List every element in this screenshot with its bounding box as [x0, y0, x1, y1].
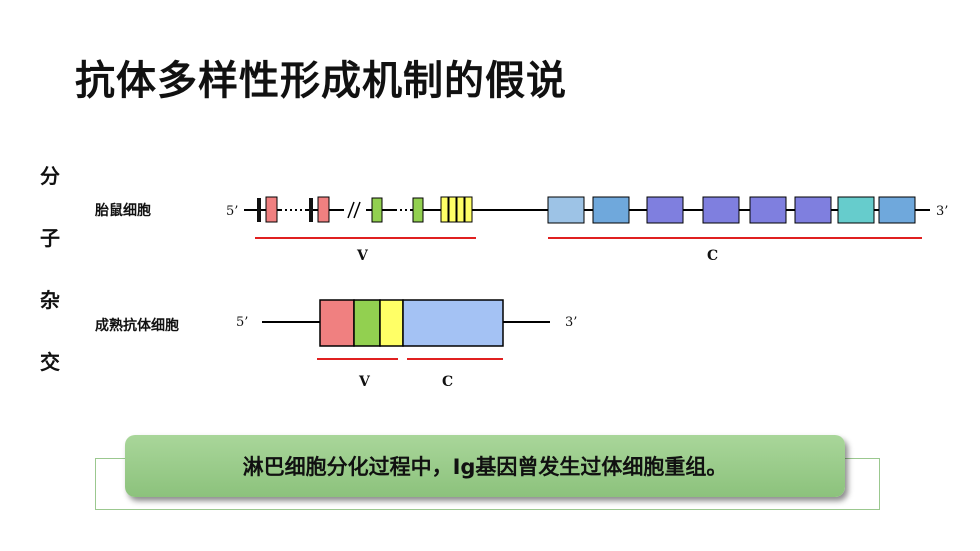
row2-five-prime: 5’: [236, 315, 248, 330]
page-title: 抗体多样性形成机制的假说: [75, 58, 567, 104]
d-segment-green: [371, 197, 383, 223]
black-bar: [309, 198, 313, 222]
d-segment-green: [412, 197, 424, 223]
row1-v-label: V: [356, 248, 369, 264]
j-segment-yellow: [440, 196, 449, 223]
c-segment: [837, 196, 875, 224]
side-label-char: 分: [40, 164, 60, 188]
c-segment: [702, 196, 740, 224]
break-mark: [353, 201, 361, 219]
j-segment-yellow: [464, 196, 473, 223]
black-bar: [257, 198, 261, 222]
v-segment-red: [317, 196, 330, 223]
conclusion-note: 淋巴细胞分化过程中，Ig基因曾发生过体细胞重组。: [125, 435, 845, 497]
c-segment: [794, 196, 832, 224]
c-segment: [749, 196, 787, 224]
c-segment: [646, 196, 684, 224]
row2-three-prime: 3’: [565, 315, 577, 330]
side-label-char: 交: [40, 350, 60, 374]
j-exon-yellow: [379, 299, 404, 347]
row2-c-label: C: [442, 374, 453, 390]
row1-three-prime: 3’: [936, 204, 948, 219]
row2-v-label: V: [358, 374, 371, 390]
side-label-char: 子: [40, 226, 60, 250]
j-segment-yellow: [448, 196, 457, 223]
c-segment: [592, 196, 630, 224]
side-label: 分 子 杂 交: [38, 160, 62, 408]
break-gap: [344, 198, 366, 222]
d-exon-green: [353, 299, 381, 347]
mature-cell-label: 成熟抗体细胞: [95, 318, 179, 334]
j-segment-yellow: [456, 196, 465, 223]
c-exon-blue: [402, 299, 504, 347]
side-label-char: 杂: [40, 288, 60, 312]
fetal-cell-label: 胎鼠细胞: [95, 203, 151, 219]
v-segment-red: [265, 196, 278, 223]
row1-five-prime: 5’: [226, 204, 238, 219]
row1-c-label: C: [707, 248, 718, 264]
break-mark: [347, 201, 355, 219]
v-exon-red: [319, 299, 355, 347]
c-segment: [878, 196, 916, 224]
c-segment: [547, 196, 585, 224]
